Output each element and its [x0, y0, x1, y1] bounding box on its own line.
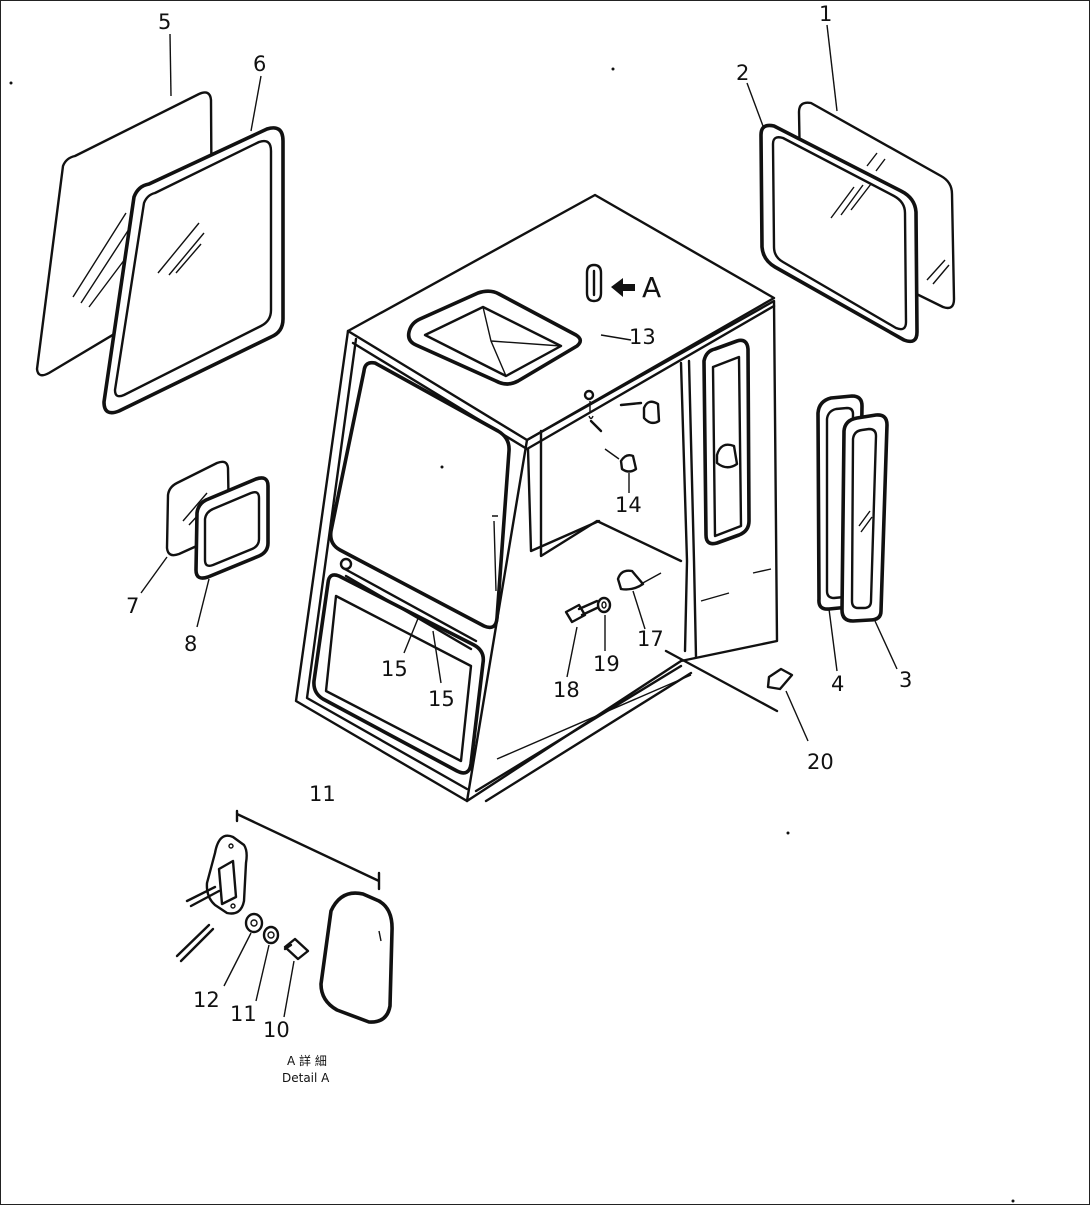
leader-15	[403, 615, 442, 684]
callout-2: 2	[736, 61, 749, 85]
detail-caption: Detail A	[282, 1071, 330, 1085]
callout-19: 19	[593, 652, 620, 676]
callout-18: 18	[553, 678, 580, 702]
callout-1: 1	[819, 2, 832, 26]
seal-part-2	[759, 123, 919, 344]
callout-20: 20	[807, 750, 834, 774]
part-14-bushing	[604, 448, 638, 493]
part-18-bolt	[564, 599, 601, 678]
part-13-stud	[583, 263, 632, 420]
view-marker-a: A	[642, 271, 661, 304]
cab-body	[294, 193, 779, 803]
part-17-hook	[616, 569, 662, 630]
callout-15-a: 15	[381, 657, 408, 681]
scan-specks	[9, 67, 1015, 1203]
callout-11: 11	[230, 1002, 257, 1026]
callout-12: 12	[193, 988, 220, 1012]
callout-13: 13	[629, 325, 656, 349]
glass-part-3	[840, 413, 889, 623]
part-19-washer	[596, 596, 612, 651]
view-arrow-a	[611, 278, 635, 297]
callout-10: 10	[263, 1018, 290, 1042]
callout-4: 4	[831, 672, 844, 696]
seal-part-6	[102, 126, 285, 415]
callout-6: 6	[253, 52, 266, 76]
callout-5: 5	[158, 10, 171, 34]
detail-caption-native: A 詳 細	[287, 1053, 327, 1068]
leader-lines	[140, 24, 898, 672]
callout-11-assembly: 11	[309, 782, 336, 806]
detail-a-lamp	[175, 809, 394, 1024]
seal-part-8	[194, 476, 270, 580]
callout-17: 17	[637, 627, 664, 651]
callout-3: 3	[899, 668, 912, 692]
part-20-plate	[766, 667, 809, 742]
callout-15-b: 15	[428, 687, 455, 711]
callout-14: 14	[615, 493, 642, 517]
callout-7: 7	[126, 594, 139, 618]
callout-8: 8	[184, 632, 197, 656]
